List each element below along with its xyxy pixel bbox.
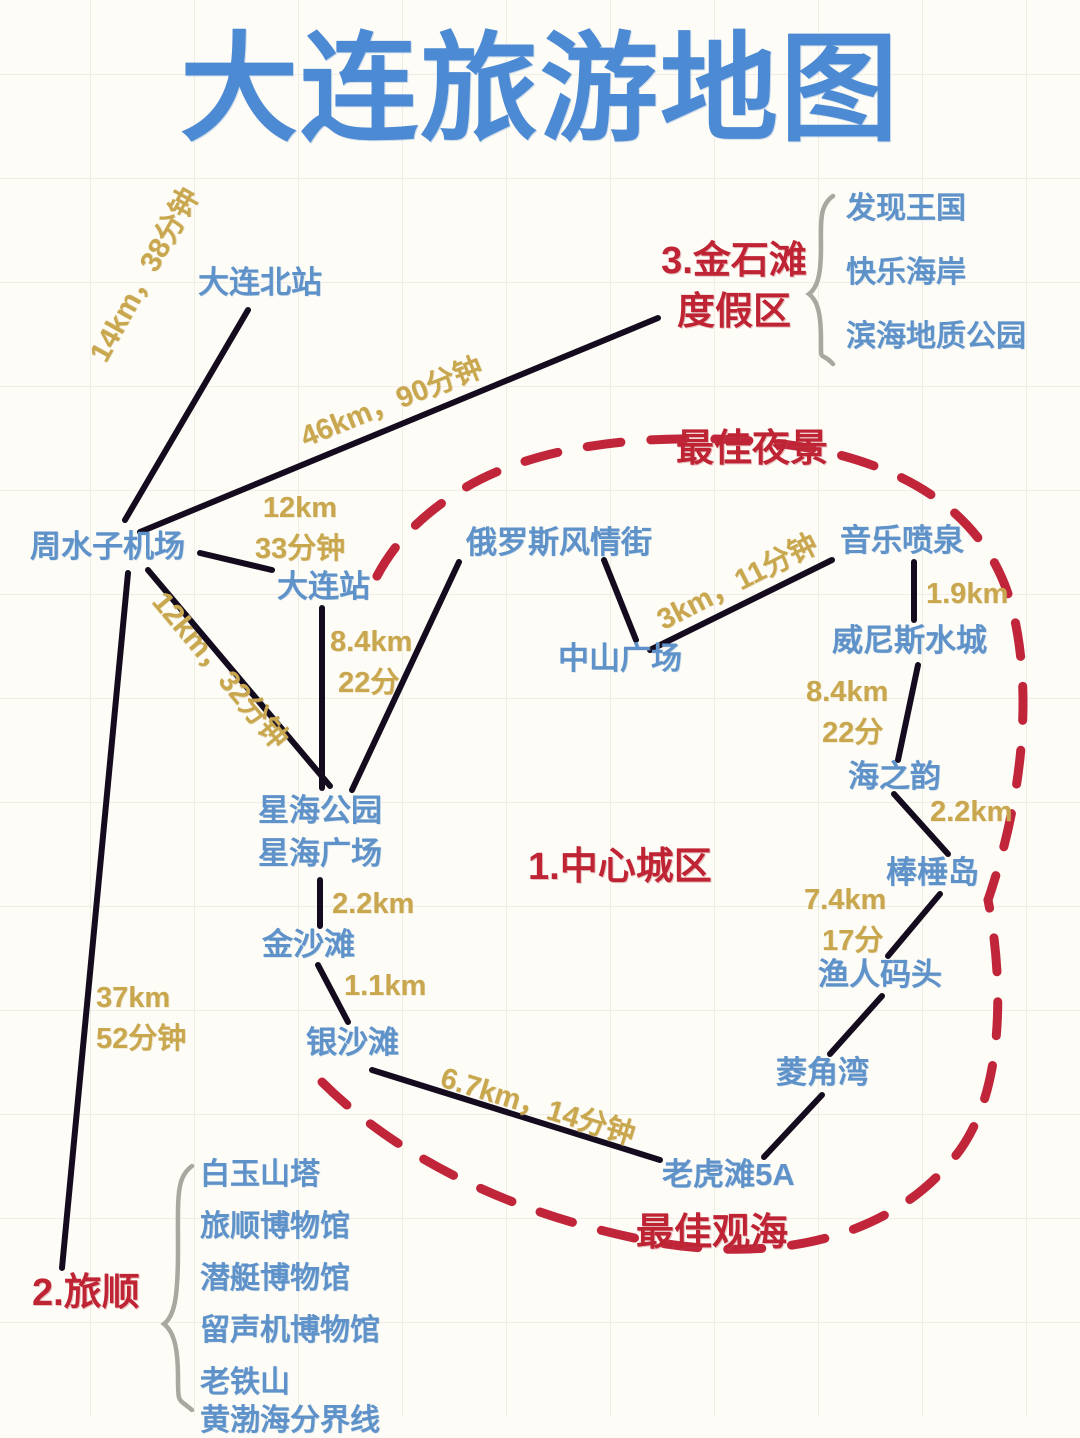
- page-title: 大连旅游地图: [179, 24, 900, 156]
- place-bangchui-island[interactable]: 棒棰岛: [886, 855, 979, 890]
- distance-dalian-station-xinghai: 8.4km 22分: [330, 622, 434, 704]
- place-dalian-station[interactable]: 大连站: [277, 569, 370, 604]
- edge-airport-jinshitan: [137, 315, 661, 535]
- place-music-fountain[interactable]: 音乐喷泉: [840, 523, 964, 558]
- distance-dalian-station-xinghai-km: 8.4km: [330, 626, 413, 658]
- distance-jinsha-yinsha: 1.1km: [344, 970, 427, 1002]
- distance-zhongshan-fountain: 3km，11分钟: [652, 528, 824, 637]
- place-venice-water-city[interactable]: 威尼斯水城: [832, 623, 987, 658]
- place-dalian-north-station[interactable]: 大连北站: [198, 265, 322, 300]
- highlight-best-night-view: 最佳夜景: [676, 428, 829, 470]
- place-zhongshan-square[interactable]: 中山广场: [558, 641, 682, 676]
- scenic-loop-dashed: [317, 434, 1028, 1254]
- distance-airport-lvshun: 37km 52分钟: [96, 978, 216, 1060]
- highlight-best-sea-view: 最佳观海: [636, 1212, 789, 1254]
- zone-label-jinshitan: 3.金石滩 度假区: [648, 236, 820, 339]
- place-russian-street[interactable]: 俄罗斯风情街: [466, 525, 652, 560]
- place-lingjiao-bay[interactable]: 菱角湾: [776, 1055, 869, 1090]
- distance-airport-north-station: 14km，38分钟: [84, 182, 206, 368]
- lvshun-attraction-5: 黄渤海分界线: [200, 1404, 380, 1437]
- distance-airport-dalian-station: 12km 33分钟: [238, 488, 362, 570]
- distance-airport-lvshun-km: 37km: [96, 982, 171, 1014]
- place-haizhiyun[interactable]: 海之韵: [848, 759, 941, 794]
- jinshitan-attraction-2: 滨海地质公园: [846, 320, 1026, 353]
- lvshun-attraction-2: 潜艇博物馆: [200, 1262, 350, 1295]
- zone-label-jinshitan-line2: 度假区: [676, 291, 791, 334]
- distance-airport-jinshitan: 46km，90分钟: [296, 351, 488, 454]
- lvshun-attraction-1: 旅顺博物馆: [200, 1210, 350, 1243]
- distance-airport-dalian-station-min: 33分钟: [254, 533, 346, 566]
- place-fishermans-wharf[interactable]: 渔人码头: [818, 957, 942, 992]
- distance-haizhiyun-bangchui: 2.2km: [930, 796, 1013, 828]
- jinshitan-attraction-1: 快乐海岸: [846, 256, 966, 289]
- distance-venice-haizhiyun: 8.4km 22分: [806, 672, 916, 754]
- lvshun-attraction-3: 留声机博物馆: [200, 1314, 380, 1347]
- edge-lingjiao-tiger-beach: [761, 1092, 825, 1160]
- distance-venice-haizhiyun-min: 22分: [822, 717, 884, 750]
- place-jinsha-beach[interactable]: 金沙滩: [262, 927, 355, 962]
- distance-venice-haizhiyun-km: 8.4km: [806, 676, 889, 708]
- zone-label-lvshun: 2.旅顺: [32, 1272, 140, 1314]
- edge-russian-street-zhongshan: [601, 557, 639, 643]
- distance-xinghai-jinsha: 2.2km: [332, 888, 415, 920]
- distance-dalian-station-xinghai-min: 22分: [338, 667, 400, 700]
- zone-label-city-center: 1.中心城区: [528, 846, 712, 888]
- distance-bangchui-wharf-km: 7.4km: [804, 884, 887, 916]
- distance-bangchui-wharf-min: 17分: [822, 925, 884, 958]
- lvshun-attraction-0: 白玉山塔: [200, 1158, 320, 1191]
- place-yinsha-beach[interactable]: 银沙滩: [306, 1025, 399, 1060]
- distance-airport-xinghai: 12km，32分钟: [145, 586, 295, 755]
- distance-fountain-venice: 1.9km: [926, 578, 1009, 610]
- jinshitan-attraction-0: 发现王国: [846, 192, 966, 225]
- distance-airport-lvshun-min: 52分钟: [96, 1023, 187, 1056]
- edge-airport-lvshun: [59, 570, 131, 1271]
- lvshun-attraction-4: 老铁山: [200, 1366, 290, 1399]
- place-xinghai-park: 星海公园: [258, 793, 382, 828]
- place-tiger-beach[interactable]: 老虎滩5A: [662, 1157, 795, 1192]
- distance-bangchui-wharf: 7.4km 17分: [804, 880, 914, 962]
- edge-airport-north-station: [122, 307, 251, 523]
- edge-wharf-lingjiao: [827, 993, 885, 1057]
- place-xinghai-area[interactable]: 星海公园 星海广场: [250, 790, 390, 876]
- place-zhoushuizi-airport[interactable]: 周水子机场: [30, 529, 185, 564]
- zone-label-jinshitan-line1: 3.金石滩: [661, 240, 807, 282]
- distance-airport-dalian-station-km: 12km: [262, 492, 338, 524]
- lvshun-bracket: [160, 1163, 195, 1413]
- place-xinghai-square: 星海广场: [258, 835, 382, 871]
- distance-yinsha-tiger-beach: 6.7km，14分钟: [436, 1062, 639, 1152]
